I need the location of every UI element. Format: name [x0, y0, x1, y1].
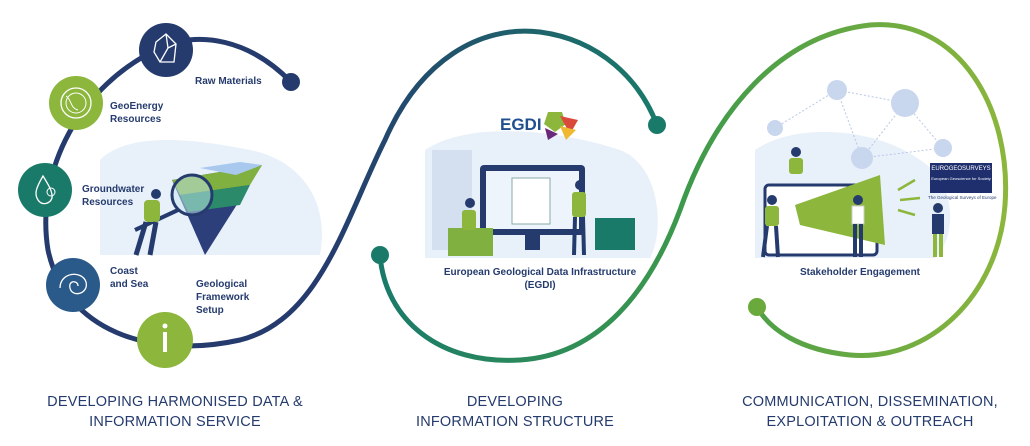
label-line: Framework — [196, 292, 250, 303]
title-line: INFORMATION SERVICE — [89, 414, 261, 430]
label-line: Coast — [110, 266, 138, 277]
label-line: GeoEnergy — [110, 101, 164, 112]
egdi-computer-illustration — [432, 150, 635, 256]
eurogeosurveys-tagline: The Geological Surveys of Europe — [928, 195, 997, 200]
right-section-title: COMMUNICATION, DISSEMINATION, EXPLOITATIO… — [720, 392, 1020, 432]
logo-text: EUROGEOSURVEYS — [931, 166, 991, 172]
rock-icon — [139, 23, 193, 77]
water-drop-icon — [18, 163, 72, 217]
label-line: Resources — [110, 114, 162, 125]
coast-sea-label: Coast and Sea — [110, 265, 148, 291]
info-icon — [137, 312, 193, 368]
curve-start-dot — [371, 246, 389, 264]
label-line: Groundwater — [82, 184, 145, 195]
stakeholder-caption: Stakeholder Engagement — [799, 267, 921, 278]
caption-line: (EGDI) — [524, 280, 556, 291]
shell-icon — [46, 258, 100, 312]
user-avatar-icons — [767, 80, 952, 169]
egdi-logo-text: EGDI — [500, 115, 542, 134]
curve-end-dot — [648, 116, 666, 134]
label-line: Geological — [196, 279, 248, 290]
geology-cross-section-illustration — [133, 162, 262, 256]
title-line: DEVELOPING — [466, 394, 564, 410]
eurogeosurveys-logo: EUROGEOSURVEYS European Geoscience for So… — [930, 163, 992, 193]
title-line: INFORMATION STRUCTURE — [415, 414, 615, 430]
title-line: EXPLOITATION & OUTREACH — [766, 414, 974, 430]
logo-subtext: European Geoscience for Society — [931, 176, 991, 181]
title-line: COMMUNICATION, DISSEMINATION, — [742, 394, 998, 410]
caption-line: European Geological Data Infrastructure — [443, 267, 637, 278]
left-section-title: DEVELOPING HARMONISED DATA & INFORMATION … — [20, 392, 330, 432]
title-line: DEVELOPING HARMONISED DATA & — [47, 394, 303, 410]
label-line: Setup — [196, 305, 224, 316]
label-line: Resources — [82, 197, 134, 208]
middle-section-title: DEVELOPING INFORMATION STRUCTURE — [390, 392, 640, 432]
label-line: and Sea — [110, 279, 149, 290]
teal-green-curve — [377, 22, 1009, 363]
raw-materials-label: Raw Materials — [195, 76, 262, 87]
globe-icon — [49, 76, 103, 130]
megaphone-illustration — [761, 147, 944, 258]
curve-end-dot — [748, 298, 766, 316]
egdi-logo-mark — [544, 112, 578, 140]
egdi-caption: European Geological Data Infrastructure (… — [420, 266, 660, 292]
curve-end-dot — [282, 73, 300, 91]
